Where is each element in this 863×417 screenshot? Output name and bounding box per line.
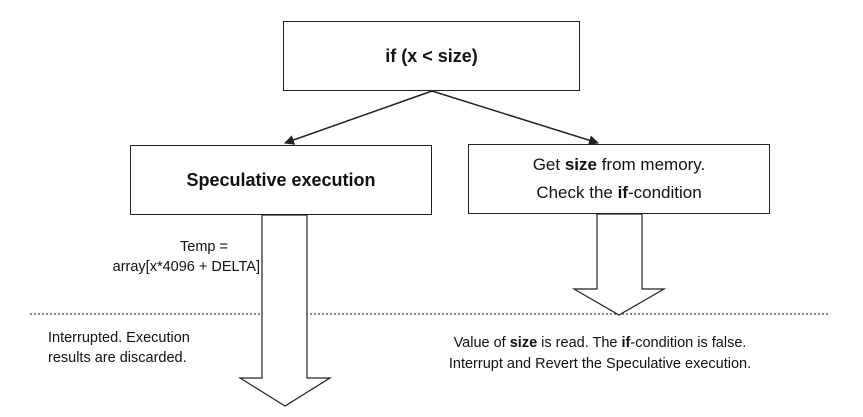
- value-line1-bold2: if: [621, 335, 631, 351]
- speculative-execution-label: Speculative execution: [186, 169, 376, 190]
- fetch-line1-pre: Get: [532, 155, 565, 174]
- value-line1-mid: is read. The: [537, 335, 622, 351]
- interrupted-line-2: results are discarded.: [48, 350, 187, 366]
- fetch-line1-bold: size: [564, 155, 597, 174]
- value-read-line-2: Interrupt and Revert the Speculative exe…: [448, 356, 752, 372]
- block-arrow-fetch: [571, 213, 667, 316]
- value-line1-bold1: size: [509, 335, 538, 351]
- interrupted-line-1: Interrupted. Execution: [48, 330, 190, 346]
- value-line1-post: -condition is false.: [630, 335, 747, 351]
- fetch-size-line-2: Check the if-condition: [536, 179, 701, 207]
- block-arrow-speculative: [237, 214, 333, 407]
- fetch-size-line-1: Get size from memory.: [533, 151, 706, 179]
- temp-code-annotation: Temp = array[x*4096 + DELTA]: [40, 237, 260, 277]
- fetch-line2-bold: if: [617, 183, 628, 202]
- temp-code-line-2: array[x*4096 + DELTA]: [112, 259, 260, 275]
- value-line1-pre: Value of: [453, 335, 510, 351]
- speculative-execution-box: Speculative execution: [130, 145, 432, 215]
- fetch-line2-pre: Check the: [536, 183, 618, 202]
- value-read-line-1: Value of size is read. The if-condition …: [395, 333, 805, 354]
- value-read-note: Value of size is read. The if-condition …: [395, 333, 805, 375]
- arrow-to-speculative: [284, 90, 433, 145]
- fetch-line1-post: from memory.: [596, 155, 706, 174]
- fetch-line2-post: -condition: [627, 183, 702, 202]
- decision-label: if (x < size): [385, 45, 478, 66]
- decision-box: if (x < size): [283, 21, 580, 91]
- interrupted-note: Interrupted. Execution results are disca…: [48, 328, 278, 368]
- arrow-to-fetch: [431, 90, 599, 146]
- fetch-size-box: Get size from memory. Check the if-condi…: [468, 144, 770, 214]
- temp-code-line-1: Temp =: [180, 239, 228, 255]
